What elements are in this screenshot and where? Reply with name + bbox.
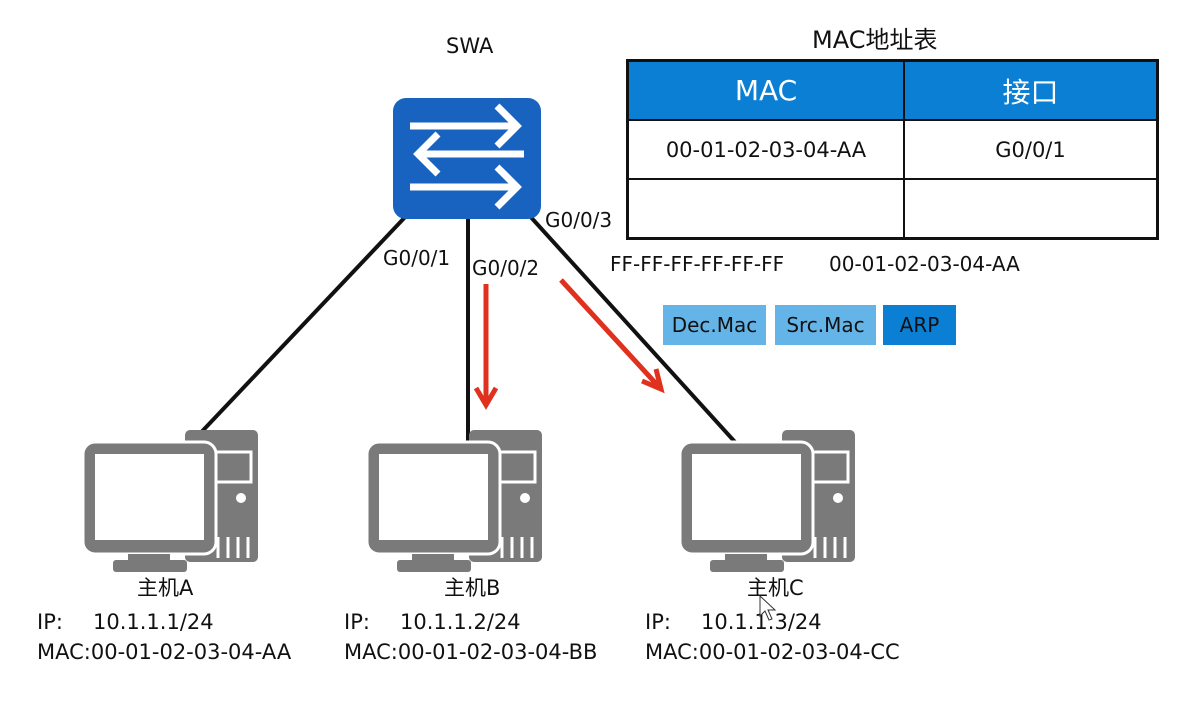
cell-mac	[626, 178, 905, 240]
mouse-cursor-icon	[759, 594, 777, 621]
frame-dst-mac: FF-FF-FF-FF-FF-FF	[610, 252, 785, 276]
table-row	[626, 178, 1159, 240]
link-g0-0-1	[190, 212, 410, 444]
computer-icon[interactable]	[678, 428, 857, 574]
host-a-mac: MAC:00-01-02-03-04-AA	[37, 640, 292, 664]
frame-field-src-mac: Src.Mac	[775, 305, 876, 345]
cell-mac: 00-01-02-03-04-AA	[626, 119, 905, 180]
mac-address-table: MAC 接口 00-01-02-03-04-AA G0/0/1	[626, 59, 1159, 240]
link-g0-0-3	[526, 212, 737, 444]
table-header-row: MAC 接口	[626, 59, 1159, 121]
cell-interface: G0/0/1	[903, 119, 1159, 180]
frame-src-mac: 00-01-02-03-04-AA	[829, 252, 1020, 276]
host-c-mac: MAC:00-01-02-03-04-CC	[645, 640, 900, 664]
port-label-g0-0-1: G0/0/1	[383, 246, 451, 270]
computer-icon[interactable]	[81, 428, 260, 574]
cell-interface	[903, 178, 1159, 240]
host-a-ip-label: IP:	[37, 610, 63, 634]
column-header-mac: MAC	[626, 59, 905, 121]
host-b-mac: MAC:00-01-02-03-04-BB	[344, 640, 598, 664]
frame-field-dst-mac: Dec.Mac	[663, 305, 766, 345]
port-label-g0-0-2: G0/0/2	[472, 256, 540, 280]
arrow-diagonal-icon	[559, 278, 665, 394]
switch-icon[interactable]	[393, 98, 541, 219]
host-c-ip: 10.1.1.3/24	[701, 610, 822, 634]
mac-table-title: MAC地址表	[812, 26, 938, 54]
column-header-interface: 接口	[903, 59, 1159, 121]
port-label-g0-0-3: G0/0/3	[545, 208, 613, 232]
computer-icon[interactable]	[365, 428, 544, 574]
arrow-down-icon	[473, 284, 499, 410]
host-b-ip-label: IP:	[344, 610, 370, 634]
host-b-name: 主机B	[444, 576, 501, 600]
host-c-ip-label: IP:	[645, 610, 671, 634]
host-b-ip: 10.1.1.2/24	[400, 610, 521, 634]
frame-field-arp: ARP	[883, 305, 956, 345]
host-a-name: 主机A	[137, 576, 194, 600]
switch-name: SWA	[446, 34, 494, 58]
host-a-ip: 10.1.1.1/24	[93, 610, 214, 634]
table-row: 00-01-02-03-04-AA G0/0/1	[626, 119, 1159, 180]
host-c-name: 主机C	[747, 576, 804, 600]
